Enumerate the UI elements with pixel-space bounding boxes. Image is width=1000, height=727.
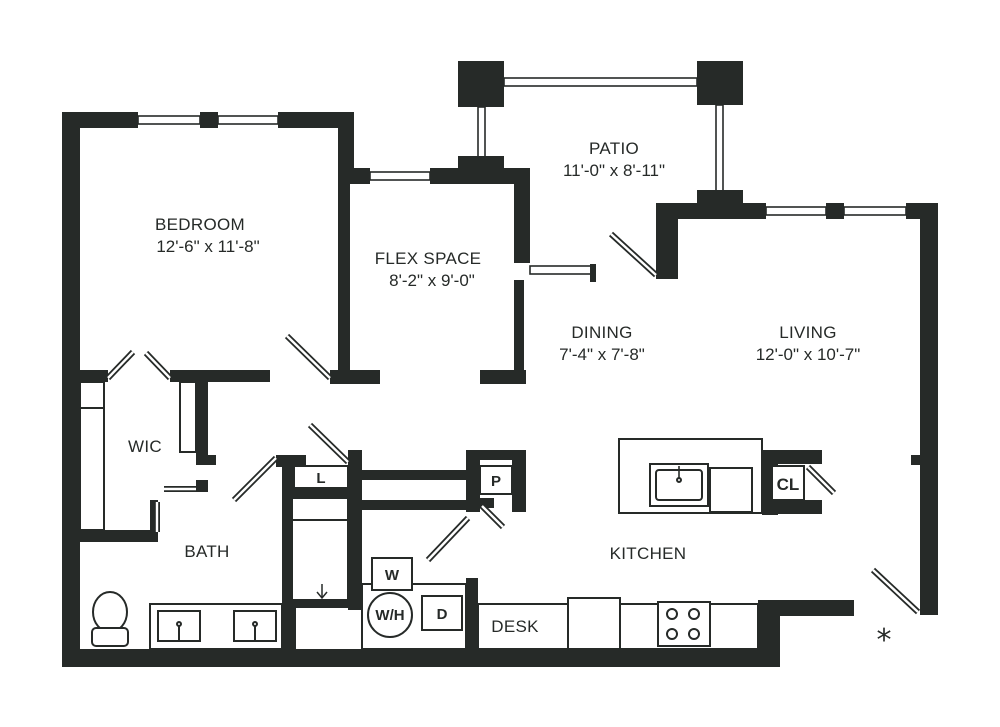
bedroom-label: BEDROOM: [155, 215, 245, 234]
living-dimensions: 12'-0" x 10'-7": [756, 345, 861, 364]
laundry: [361, 557, 467, 650]
shower: [291, 497, 349, 601]
patio-label: PATIO: [589, 139, 639, 158]
coat-closet-label: CL: [777, 475, 800, 494]
bath-vanity: [149, 603, 283, 650]
desk-label: DESK: [491, 617, 539, 636]
bath-label: BATH: [184, 542, 229, 561]
pantry-label: P: [491, 473, 501, 490]
linen-closet-label: L: [316, 470, 325, 487]
wic-shelves: [79, 381, 197, 531]
flex-space-dimensions: 8'-2" x 9'-0": [389, 271, 475, 290]
living-label: LIVING: [779, 323, 837, 342]
patio-structure: [458, 61, 743, 193]
wic-label: WIC: [128, 437, 162, 456]
flex-space-label: FLEX SPACE: [375, 249, 482, 268]
water-shutoff-icon: [316, 584, 328, 601]
bedroom-dimensions: 12'-6" x 11'-8": [156, 237, 259, 256]
kitchen-counter: [477, 597, 759, 650]
kitchen-sink-icon: [649, 463, 753, 513]
patio-dimensions: 11'-0" x 8'-11": [563, 161, 665, 180]
dining-dimensions: 7'-4" x 7'-8": [559, 345, 645, 364]
doors: [105, 231, 921, 615]
washer-label: W: [385, 567, 400, 584]
kitchen-label: KITCHEN: [610, 544, 687, 563]
toilet-icon: [91, 591, 129, 647]
dining-label: DINING: [571, 323, 632, 342]
fixture-boxes: [293, 465, 805, 501]
water-heater-label: W/H: [375, 607, 404, 624]
dryer-label: D: [437, 606, 448, 623]
asterisk-marker: *: [877, 623, 892, 658]
exterior-walls: [62, 112, 938, 667]
